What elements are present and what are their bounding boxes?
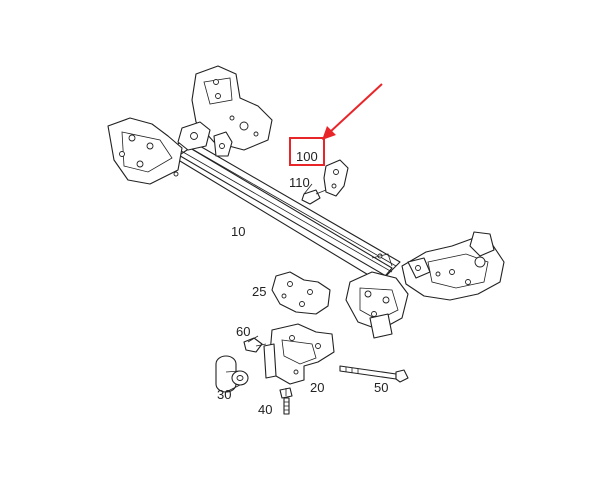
part-20-mount-bracket bbox=[263, 323, 335, 385]
label-25: 25 bbox=[252, 284, 266, 299]
label-60: 60 bbox=[236, 324, 250, 339]
highlight-box bbox=[289, 137, 325, 166]
label-100: 100 bbox=[296, 149, 318, 164]
label-30: 30 bbox=[217, 387, 231, 402]
left-trailing-arm-bracket bbox=[107, 117, 183, 185]
part-40-bolt bbox=[279, 387, 293, 415]
leader-60 bbox=[247, 335, 259, 343]
part-110-bolt bbox=[301, 189, 327, 205]
part-100-bracket bbox=[323, 159, 349, 197]
red-arrow-head bbox=[322, 126, 336, 140]
leader-110 bbox=[303, 183, 313, 195]
axle-beam bbox=[169, 137, 401, 277]
axle-beam-assembly bbox=[107, 65, 505, 339]
label-10: 10 bbox=[231, 224, 245, 239]
part-25-plate bbox=[271, 271, 331, 315]
right-trailing-arm-bracket bbox=[345, 271, 409, 331]
part-30-bushing bbox=[215, 355, 249, 393]
red-arrow bbox=[329, 83, 383, 133]
label-50: 50 bbox=[374, 380, 388, 395]
label-110: 110 bbox=[289, 175, 310, 190]
label-20: 20 bbox=[310, 380, 324, 395]
label-40: 40 bbox=[258, 402, 272, 417]
part-60-nut bbox=[243, 337, 267, 353]
left-spring-tower bbox=[191, 65, 273, 151]
part-50-long-bolt bbox=[339, 365, 409, 383]
